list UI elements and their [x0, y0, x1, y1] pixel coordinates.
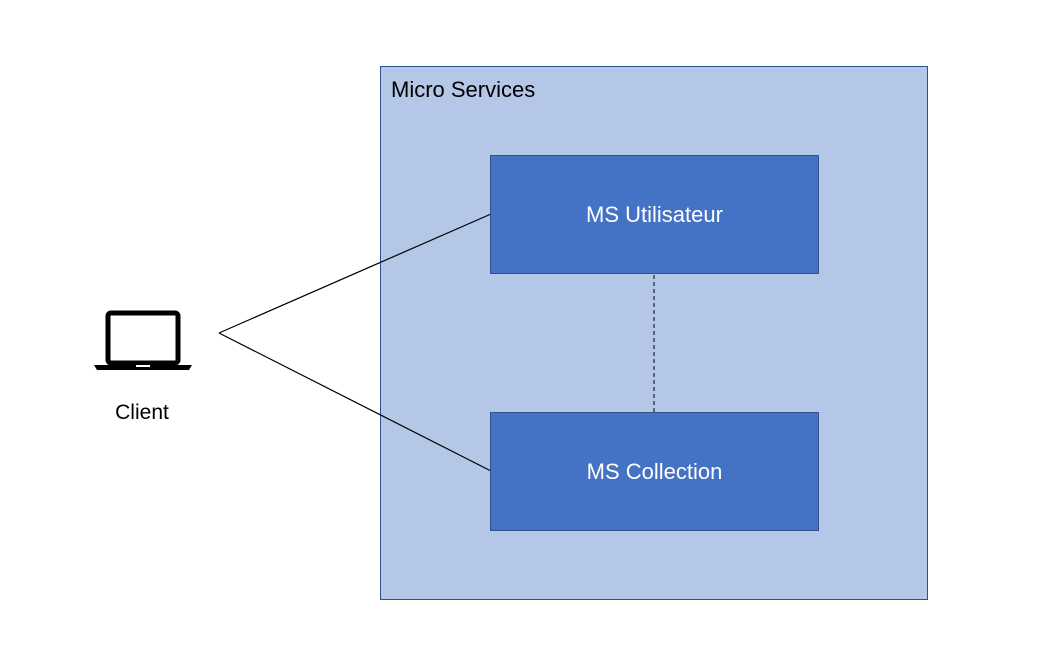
client-to-utilisateur-line	[218, 213, 492, 334]
client-label: Client	[115, 401, 169, 424]
ms-collection-label: MS Collection	[586, 458, 723, 484]
ms-collection-box: MS Collection	[490, 412, 819, 531]
client-to-collection-line	[218, 332, 492, 472]
laptop-icon	[94, 310, 192, 370]
container-label: Micro Services	[391, 77, 536, 102]
ms-utilisateur-box: MS Utilisateur	[490, 155, 819, 274]
ms-utilisateur-label: MS Utilisateur	[586, 201, 723, 227]
